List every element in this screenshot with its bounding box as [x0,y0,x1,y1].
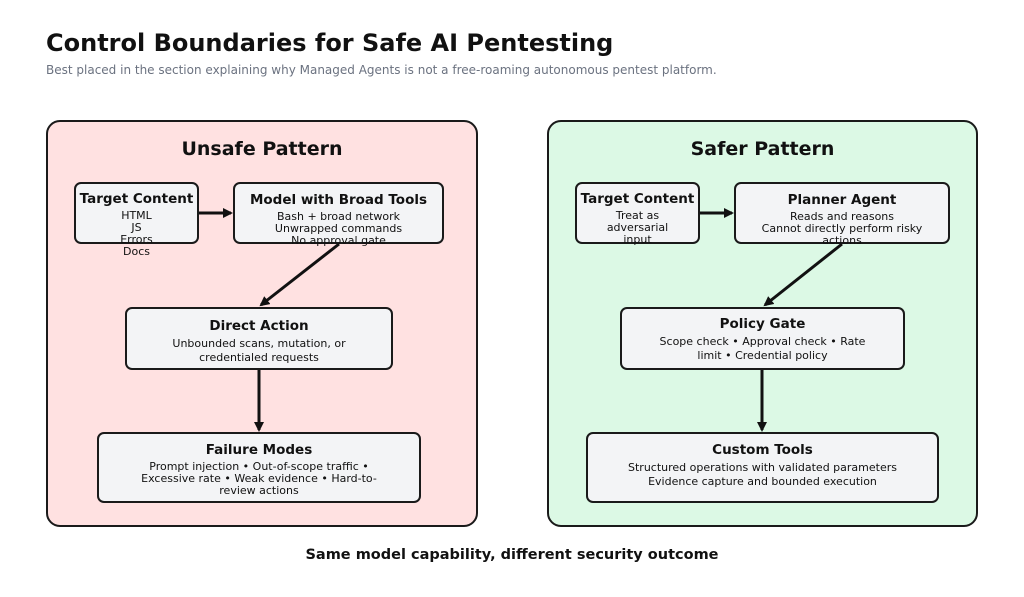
node-lines: Bash + broad network Unwrapped commands … [235,211,442,247]
node-lines: Structured operations with validated par… [588,461,937,488]
node-line: credentialed requests [199,350,319,364]
node-line: Unwrapped commands [274,222,403,235]
node-title: Model with Broad Tools [249,192,428,208]
node-line: limit • Credential policy [697,348,828,362]
node-line: Excessive rate • Weak evidence • Hard-to… [141,472,377,485]
footer-caption: Same model capability, different securit… [305,547,719,563]
node-line: Treat as [615,209,660,222]
node-line: Scope check • Approval check • Rate [659,335,866,348]
node-line: JS [131,221,142,234]
node-line: No approval gate [291,234,386,247]
node-line: Reads and reasons [789,210,894,223]
safe-policy-gate-node: Policy Gate Scope check • Approval check… [620,307,905,370]
node-line: Cannot directly perform risky [761,222,923,235]
node-title: Failure Modes [205,442,313,458]
safe-planner-agent-node: Planner Agent Reads and reasons Cannot d… [734,182,950,247]
node-lines: Treat as adversarial input [577,210,698,246]
page-title: Control Boundaries for Safe AI Pentestin… [46,29,614,57]
node-lines: Scope check • Approval check • Rate limi… [622,335,903,362]
node-lines: Reads and reasons Cannot directly perfor… [736,211,948,247]
unsafe-failure-modes-node: Failure Modes Prompt injection • Out-of-… [97,432,421,503]
node-line: input [623,233,652,246]
node-title: Target Content [79,191,194,207]
node-lines: Unbounded scans, mutation, or credential… [127,337,391,364]
unsafe-target-content-node: Target Content HTML JS Errors Docs [74,182,199,258]
node-line: Errors [120,233,153,246]
safe-custom-tools-node: Custom Tools Structured operations with … [586,432,939,503]
node-title: Custom Tools [712,442,813,458]
node-line: actions [822,234,862,247]
node-title: Direct Action [209,318,309,334]
unsafe-panel-title: Unsafe Pattern [181,138,343,160]
node-line: HTML [121,209,152,222]
unsafe-direct-action-node: Direct Action Unbounded scans, mutation,… [125,307,393,370]
safe-target-content-node: Target Content Treat as adversarial inpu… [575,182,700,246]
node-title: Policy Gate [719,316,806,332]
node-lines: HTML JS Errors Docs [76,210,197,258]
node-line: Evidence capture and bounded execution [648,474,877,488]
node-line: review actions [219,484,299,497]
node-line: Prompt injection • Out-of-scope traffic … [149,460,369,473]
node-line: Docs [123,245,150,258]
node-line: adversarial [606,221,669,234]
node-title: Target Content [580,191,695,207]
page-subtitle: Best placed in the section explaining wh… [46,63,717,77]
safer-panel-title: Safer Pattern [690,138,835,160]
node-line: Unbounded scans, mutation, or [172,337,346,350]
node-title: Planner Agent [787,192,897,208]
node-line: Structured operations with validated par… [628,461,897,474]
unsafe-model-node: Model with Broad Tools Bash + broad netw… [233,182,444,247]
node-lines: Prompt injection • Out-of-scope traffic … [99,461,419,497]
node-line: Bash + broad network [276,210,401,223]
